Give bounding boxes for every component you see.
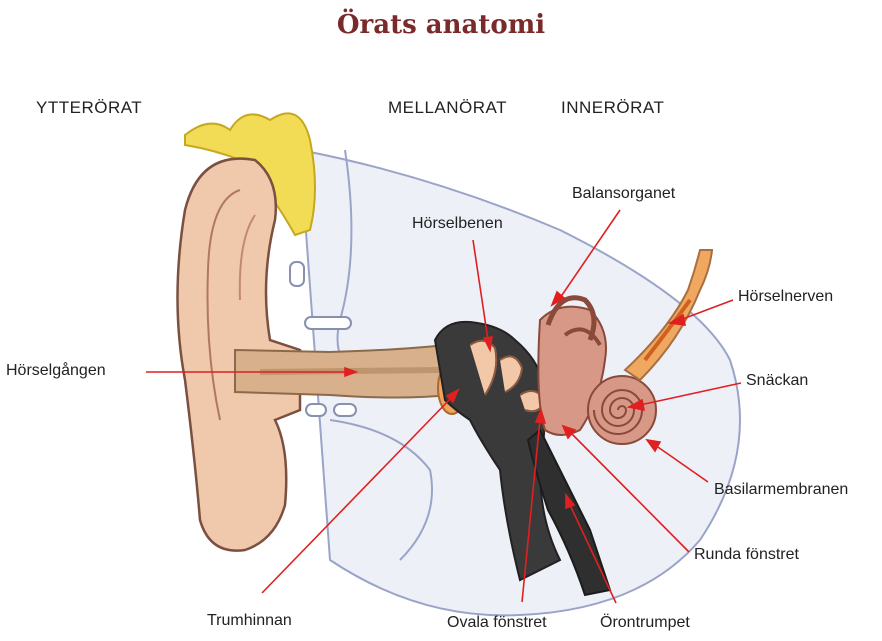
label-trumhinnan: Trumhinnan	[207, 612, 292, 630]
label-basilarmembranen: Basilarmembranen	[714, 481, 848, 499]
label-horselbenen: Hörselbenen	[412, 215, 503, 233]
label-horselnerven: Hörselnerven	[738, 288, 833, 306]
label-orontrumpet: Örontrumpet	[600, 614, 690, 632]
bone-slot-4	[334, 404, 356, 416]
bone-slot-1	[290, 262, 304, 286]
label-balansorganet: Balansorganet	[572, 185, 675, 203]
label-ovala-fonstret: Ovala fönstret	[447, 614, 547, 632]
label-horselgangen: Hörselgången	[6, 362, 106, 380]
label-snackan: Snäckan	[746, 372, 808, 390]
label-runda-fonstret: Runda fönstret	[694, 546, 799, 564]
bone-slot-2	[305, 317, 351, 329]
bone-slot-3	[306, 404, 326, 416]
